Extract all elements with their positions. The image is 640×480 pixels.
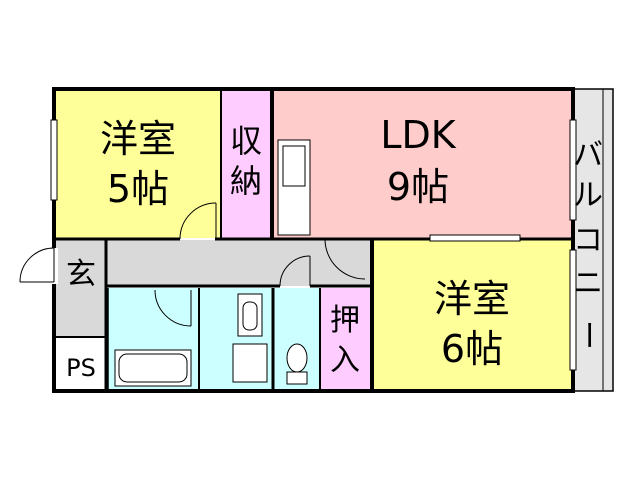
western-room-6-size: 6帖	[441, 327, 503, 371]
closet-label-1: 押	[330, 303, 360, 338]
ps-area	[55, 338, 105, 390]
washbasin-icon	[237, 293, 263, 337]
western-room-5-area	[55, 90, 220, 238]
bathtub-inner-icon	[118, 353, 188, 383]
balcony-char-1: バ	[573, 138, 603, 173]
inner-walls	[55, 90, 572, 390]
outer-walls	[52, 87, 575, 393]
western-room-5-size: 5帖	[107, 167, 169, 211]
storage-label-2: 納	[230, 162, 262, 200]
western-room-5-label: 洋室	[100, 117, 176, 161]
closet-area	[320, 288, 371, 390]
western-room-6-area	[373, 240, 572, 390]
windows	[50, 119, 577, 371]
closet-label-2: 入	[330, 343, 360, 378]
balcony-char-5: ー	[570, 320, 605, 350]
entrance-label: 玄	[66, 257, 96, 292]
kitchen-sink-icon	[282, 145, 306, 187]
balcony-char-2: ル	[573, 178, 603, 213]
balcony-char-4: ニ	[573, 266, 603, 301]
ldk-size: 9帖	[387, 165, 449, 209]
bathtub-icon	[114, 349, 192, 387]
corridor-area	[105, 240, 371, 286]
washbasin-bowl-icon	[242, 301, 258, 331]
balcony-char-3: コ	[573, 223, 603, 258]
western-room-6-label: 洋室	[434, 277, 510, 321]
storage-area	[222, 90, 271, 238]
balcony-area	[572, 88, 614, 392]
ps-label: PS	[66, 354, 96, 382]
ldk-area	[273, 90, 572, 238]
toilet-tank-icon	[286, 371, 308, 385]
door-swings	[19, 202, 366, 327]
washing-machine-space-icon	[232, 343, 268, 383]
ldk-label: LDK	[380, 113, 456, 157]
entrance-area	[55, 240, 105, 336]
toilet-bowl-icon	[286, 343, 308, 373]
storage-label-1: 収	[230, 122, 262, 160]
